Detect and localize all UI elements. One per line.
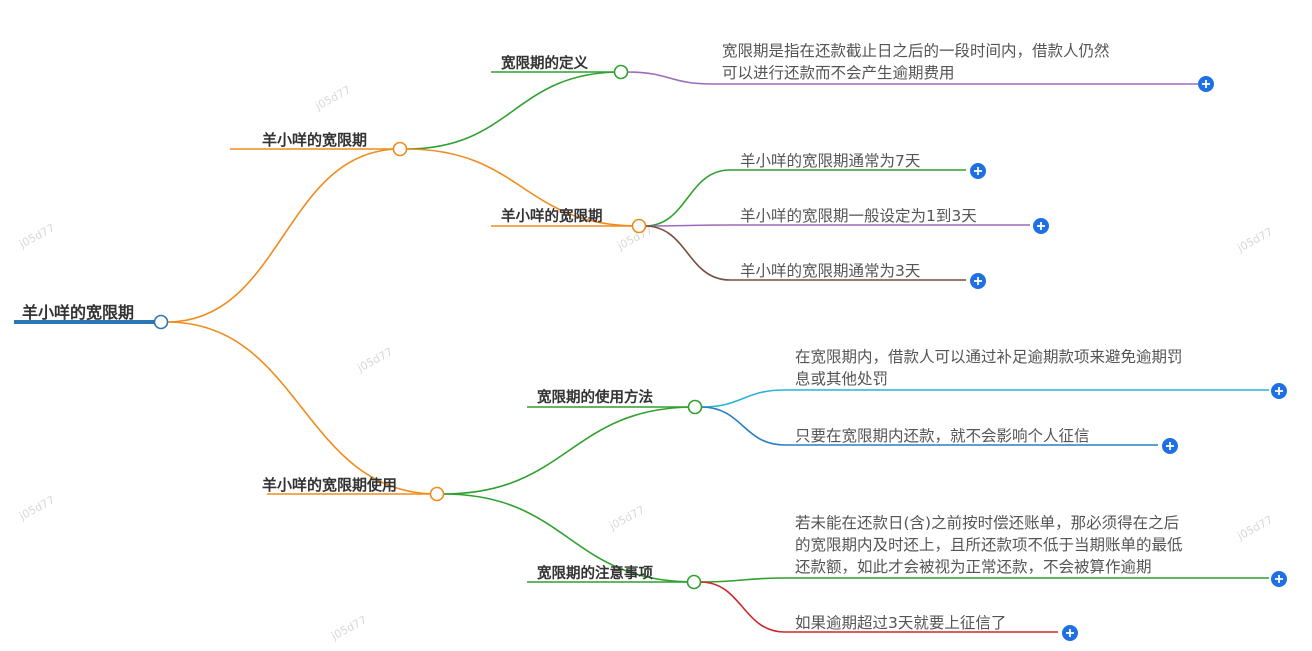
leaf-text: 羊小咩的宽限期通常为3天 [740,262,920,280]
edge-root-branch [166,148,401,323]
expand-button[interactable] [1062,625,1078,641]
edge-child-leaf [700,406,786,446]
expand-button[interactable] [1162,438,1178,454]
leaf-text: 羊小咩的宽限期通常为7天 [740,152,920,170]
edge-child-leaf [644,225,731,281]
edge-child-leaf [644,169,731,227]
subtopic-label: 宽限期的使用方法 [536,388,653,406]
subtopic-label: 宽限期的定义 [500,54,588,72]
leaf-text: 宽限期是指在还款截止日之后的一段时间内，借款人仍然 [722,42,1110,60]
watermark-text: j05d77 [328,613,369,643]
watermark-text: j05d77 [354,345,395,375]
leaf-text: 只要在宽限期内还款，就不会影响个人征信 [795,427,1090,445]
leaf-text: 息或其他处罚 [795,370,888,388]
edge-child-leaf [644,224,731,227]
subtopic-collapse-toggle[interactable] [631,218,647,234]
edge-branch-child [405,71,622,150]
watermark-text: j05d77 [606,503,647,533]
leaf-text: 还款额，如此才会被视为正常还款，不会被算作逾期 [795,557,1152,576]
edge-branch-child [442,406,696,495]
edge-child-leaf [699,577,786,583]
edge-child-leaf [700,389,786,408]
edge-child-leaf [626,71,713,85]
subtopic-collapse-toggle[interactable] [687,399,703,415]
subtopic-label: 宽限期的注意事项 [536,564,653,582]
leaf-text: 的宽限期内及时还上，且所还款项不低于当期账单的最低 [795,536,1183,554]
leaf-text: 如果逾期超过3天就要上征信了 [795,614,1006,632]
branch-topic: 羊小咩的宽限期使用 [262,476,397,494]
branch-collapse-toggle[interactable] [392,141,408,157]
edge-branch-child [442,493,695,583]
expand-button[interactable] [1271,383,1287,399]
leaf-text: 羊小咩的宽限期一般设定为1到3天 [740,207,977,225]
expand-button[interactable] [970,163,986,179]
watermark-text: j05d77 [1234,225,1275,255]
edge-child-leaf [699,581,786,633]
expand-button[interactable] [1198,76,1214,92]
subtopic-collapse-toggle[interactable] [686,574,702,590]
watermark-text: j05d77 [16,493,57,523]
leaf-text: 可以进行还款而不会产生逾期费用 [722,64,955,82]
watermark-text: j05d77 [1234,513,1275,543]
watermark-text: j05d77 [312,83,353,113]
leaf-text: 若未能在还款日(含)之前按时偿还账单，那必须得在之后 [795,514,1179,532]
edge-branch-child [405,148,640,227]
leaf-text: 在宽限期内，借款人可以通过补足逾期款项来避免逾期罚 [795,348,1183,366]
subtopic-label: 羊小咩的宽限期 [501,207,603,225]
expand-button[interactable] [1033,218,1049,234]
root-topic: 羊小咩的宽限期 [22,303,134,322]
watermark-text: j05d77 [16,221,57,251]
expand-button[interactable] [1271,571,1287,587]
nodes-layer: 羊小咩的宽限期羊小咩的宽限期宽限期的定义宽限期是指在还款截止日之后的一段时间内，… [22,42,1287,641]
branch-collapse-toggle[interactable] [429,486,445,502]
root-collapse-toggle[interactable] [153,314,169,330]
subtopic-collapse-toggle[interactable] [613,64,629,80]
edges-layer [14,71,1269,633]
edge-root-branch [166,321,438,495]
expand-button[interactable] [970,273,986,289]
branch-topic: 羊小咩的宽限期 [262,131,367,149]
